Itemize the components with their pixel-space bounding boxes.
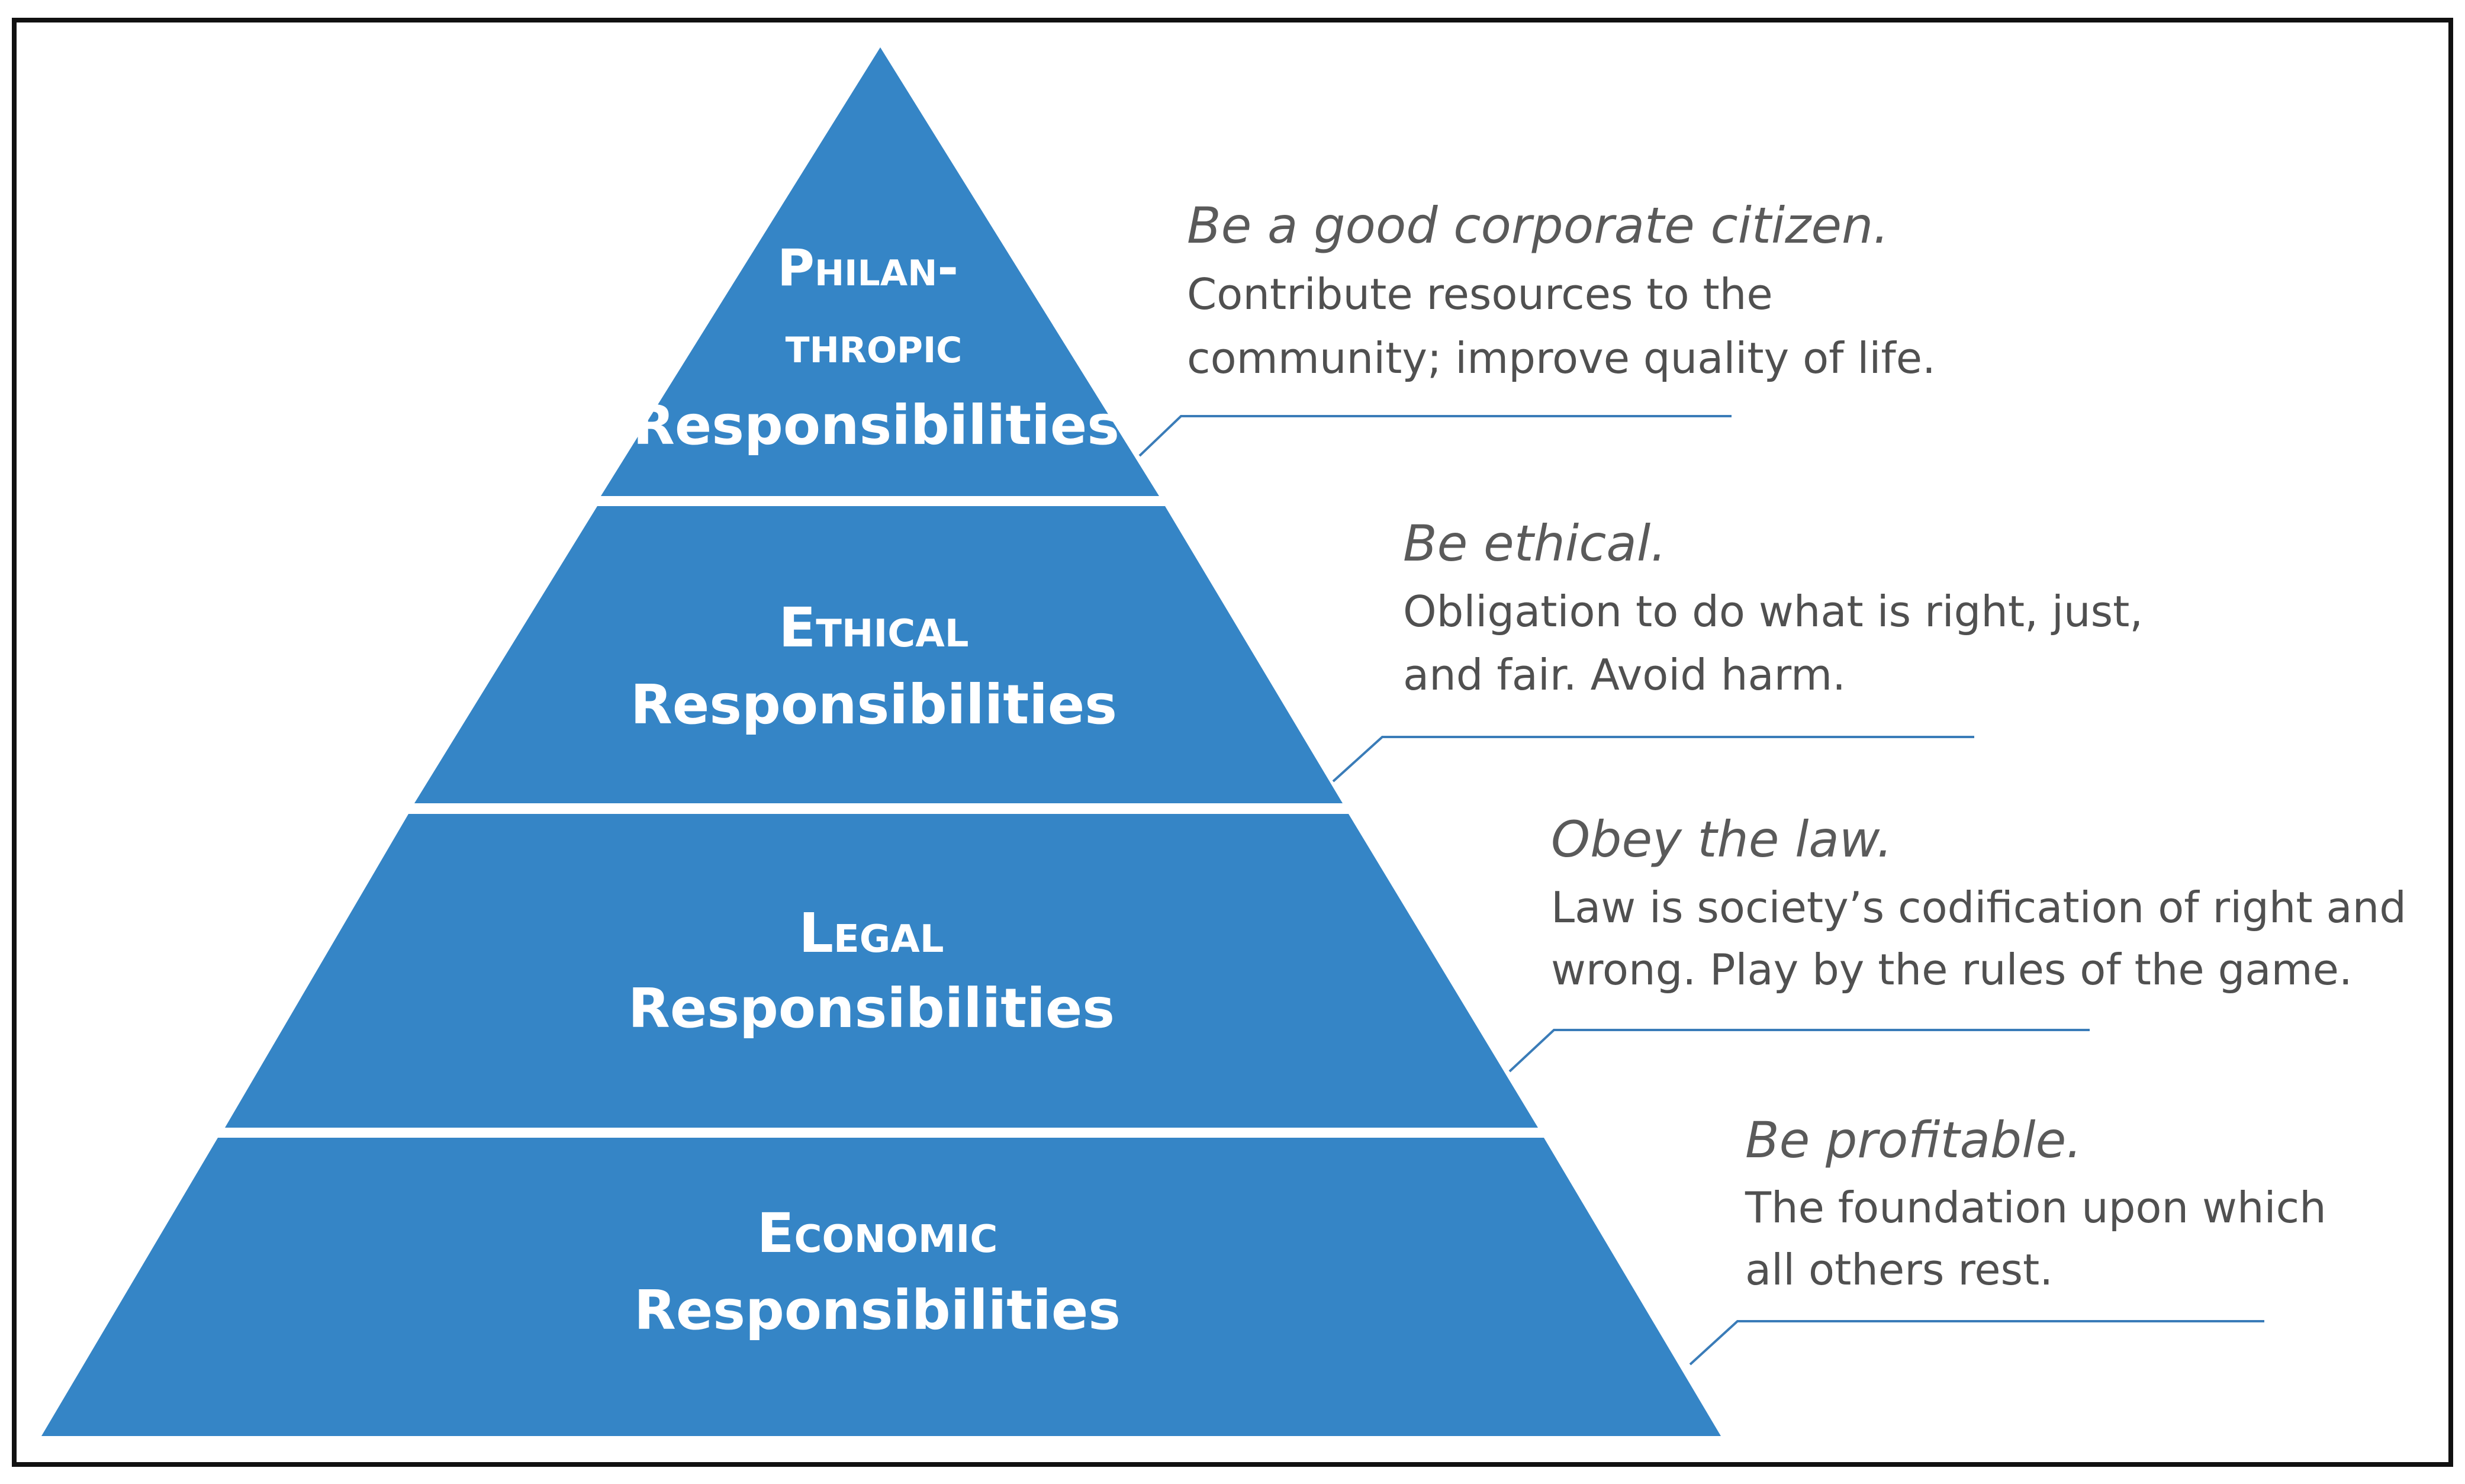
callout-philanthropic-desc-line1: Contribute resources to the xyxy=(1187,269,1773,319)
tier-legal-label: Legal Responsibilities xyxy=(628,902,1115,1040)
tier-ethical-subtitle: Responsibilities xyxy=(630,673,1117,736)
callout-ethical-desc-line1: Obligation to do what is right, just, xyxy=(1403,587,2143,636)
callout-ethical-motto: Be ethical. xyxy=(1403,514,1666,572)
callout-economic-desc-line1: The foundation upon which xyxy=(1745,1183,2326,1232)
callout-legal-desc-line2: wrong. Play by the rules of the game. xyxy=(1551,945,2353,994)
tier-economic-label: Economic Responsibilities xyxy=(634,1202,1121,1342)
tier-philanthropic-shape xyxy=(601,47,1159,496)
pyramid xyxy=(41,47,1721,1436)
callout-economic-desc-line2: all others rest. xyxy=(1745,1245,2053,1295)
tier-economic-subtitle: Responsibilities xyxy=(634,1279,1121,1342)
tier-philanthropic-title-line2: thropic xyxy=(786,316,963,375)
tier-ethical-shape xyxy=(414,506,1343,803)
callout-legal-desc-line1: Law is society’s codification of right a… xyxy=(1551,883,2406,932)
callout-philanthropic-leader xyxy=(1138,415,1732,457)
tier-ethical-title: Ethical xyxy=(778,596,968,659)
tier-legal-shape xyxy=(225,814,1538,1128)
callout-ethical-leader xyxy=(1332,736,1974,783)
callout-philanthropic-desc-line2: community; improve quality of life. xyxy=(1187,333,1936,383)
callout-economic-motto: Be profitable. xyxy=(1745,1111,2082,1169)
callout-ethical: Be ethical. Obligation to do what is rig… xyxy=(1332,514,2143,783)
tier-economic-title: Economic xyxy=(757,1202,998,1265)
tier-philanthropic-subtitle: Responsibilities xyxy=(633,394,1119,457)
callout-philanthropic-motto: Be a good corporate citizen. xyxy=(1187,197,1889,255)
callout-ethical-desc-line2: and fair. Avoid harm. xyxy=(1403,650,1846,700)
callout-economic: Be profitable. The foundation upon which… xyxy=(1689,1111,2326,1366)
callout-philanthropic: Be a good corporate citizen. Contribute … xyxy=(1138,197,1936,457)
callout-economic-leader xyxy=(1689,1320,2264,1366)
callout-legal-motto: Obey the law. xyxy=(1551,810,1893,868)
tier-philanthropic-label: Philan- thropic Responsibilities xyxy=(633,239,1119,457)
tier-ethical-label: Ethical Responsibilities xyxy=(630,596,1117,736)
callout-legal: Obey the law. Law is society’s codificat… xyxy=(1508,810,2406,1073)
tier-economic-shape xyxy=(41,1138,1721,1436)
tier-legal-subtitle: Responsibilities xyxy=(628,977,1115,1040)
tier-legal-title: Legal xyxy=(799,902,944,965)
tier-philanthropic-title-line1: Philan- xyxy=(777,239,958,298)
callout-legal-leader xyxy=(1508,1029,2090,1073)
